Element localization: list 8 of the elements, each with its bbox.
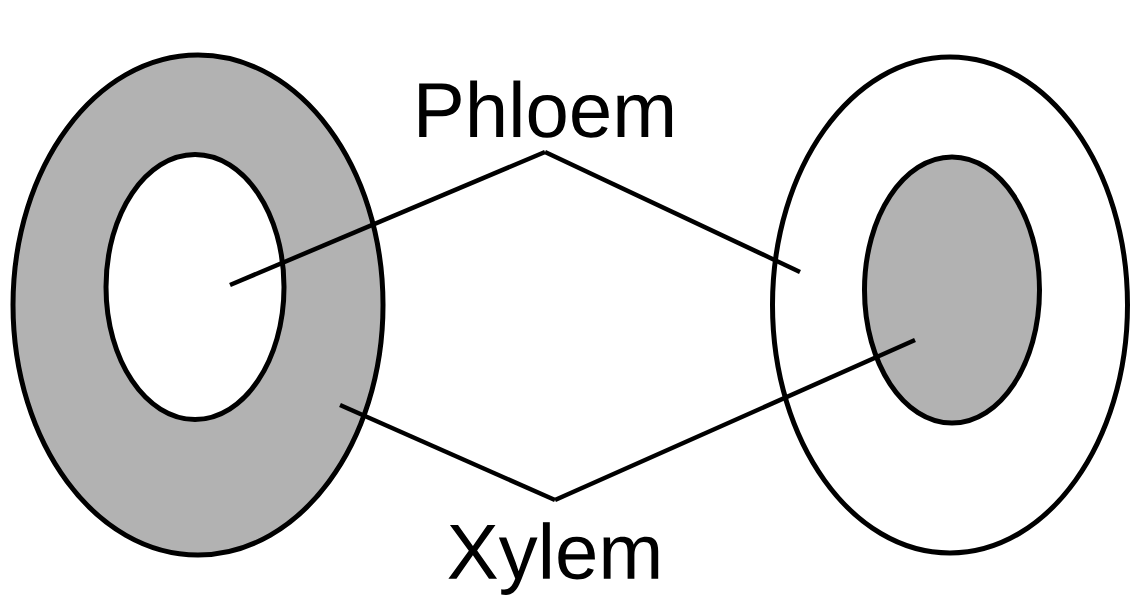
tissue-ring [103,152,287,422]
leader-line [229,149,546,288]
leader-line [544,149,801,275]
tissue-label: Phloem [419,80,673,138]
leader-line [554,337,916,503]
tissue-label: Xylem [448,522,659,595]
tissue-ring [862,154,1042,426]
leader-line [339,402,556,503]
